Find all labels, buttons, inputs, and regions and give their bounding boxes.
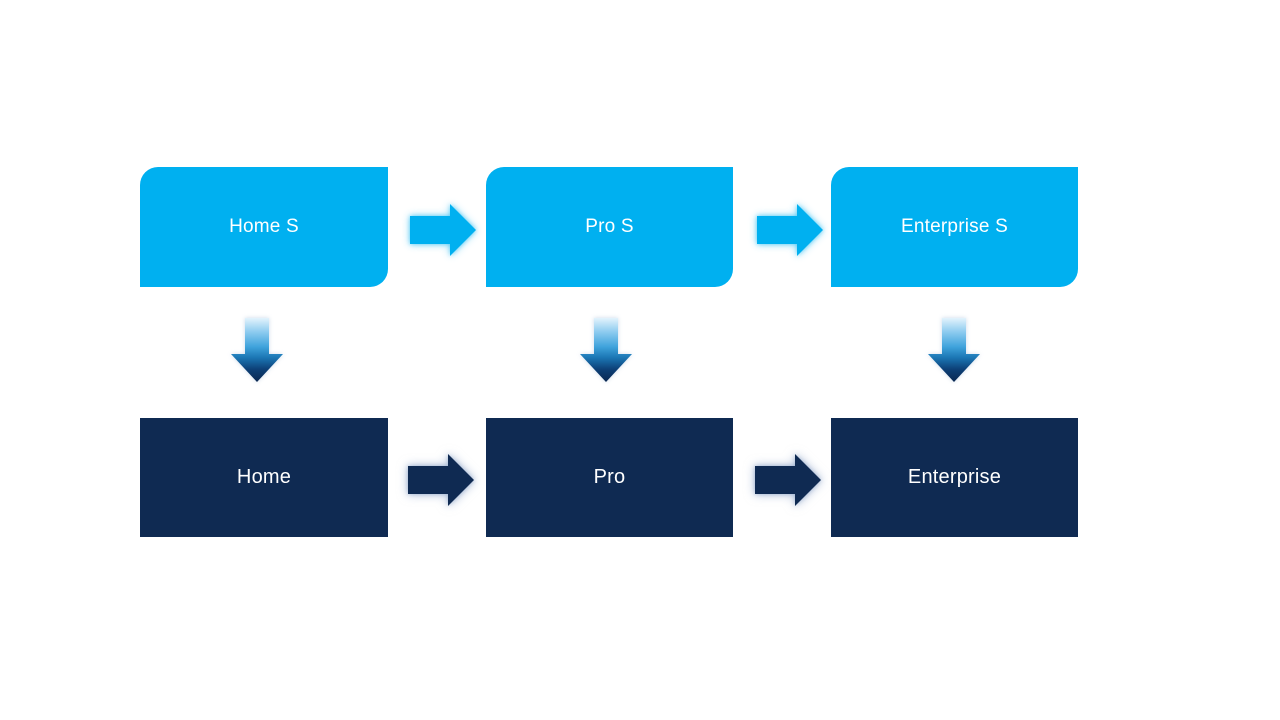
- right-arrow-home-to-pro: [408, 454, 474, 506]
- right-arrow-home-s-to-pro-s: [410, 204, 476, 256]
- down-arrow-enterprise-s-to-enterprise: [928, 318, 980, 382]
- box-home-s-label: Home S: [229, 216, 299, 237]
- down-arrow-pro-s-to-pro: [580, 318, 632, 382]
- box-enterprise-s-label: Enterprise S: [901, 216, 1008, 237]
- down-arrow-shape: [928, 318, 980, 382]
- down-arrow-home-s-to-home: [231, 318, 283, 382]
- box-pro-s-label: Pro S: [585, 216, 634, 237]
- box-pro-label: Pro: [593, 466, 626, 488]
- box-enterprise-s: Enterprise S: [831, 167, 1078, 287]
- box-pro-s: Pro S: [486, 167, 733, 287]
- down-arrow-shape: [231, 318, 283, 382]
- box-home: Home: [140, 418, 388, 537]
- box-home-s: Home S: [140, 167, 388, 287]
- right-arrow-shape: [757, 204, 823, 256]
- box-pro: Pro: [486, 418, 733, 537]
- box-enterprise: Enterprise: [831, 418, 1078, 537]
- box-enterprise-label: Enterprise: [907, 466, 1002, 488]
- box-home-label: Home: [236, 466, 292, 488]
- right-arrow-pro-s-to-enterprise-s: [757, 204, 823, 256]
- right-arrow-pro-to-enterprise: [755, 454, 821, 506]
- down-arrow-shape: [580, 318, 632, 382]
- right-arrow-shape: [755, 454, 821, 506]
- right-arrow-shape: [410, 204, 476, 256]
- right-arrow-shape: [408, 454, 474, 506]
